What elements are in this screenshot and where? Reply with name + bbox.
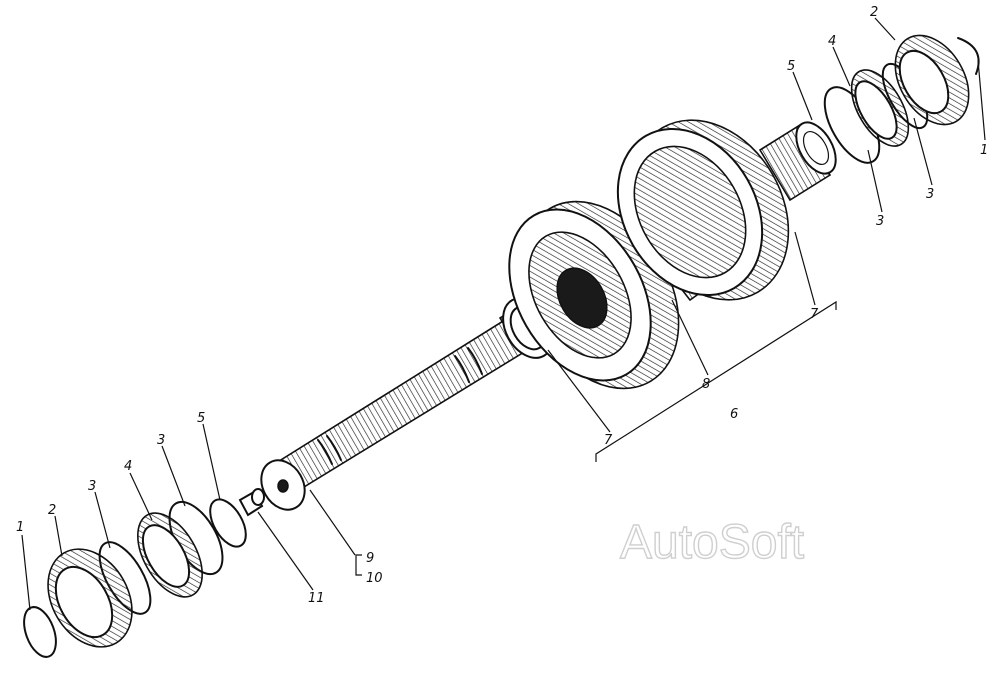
label-11: 11 bbox=[308, 591, 325, 606]
label-3-right-b: 3 bbox=[876, 214, 884, 229]
right-end-parts bbox=[823, 34, 980, 164]
label-5-right: 5 bbox=[787, 59, 795, 74]
leader-lines bbox=[21, 17, 986, 611]
label-3-left-a: 3 bbox=[88, 479, 96, 494]
label-7-upper: 7 bbox=[810, 307, 819, 322]
label-9: 9 bbox=[366, 551, 374, 566]
label-1-right: 1 bbox=[980, 143, 988, 158]
gear-block-assembly bbox=[508, 119, 837, 390]
watermark: AutoSoft bbox=[620, 516, 804, 569]
label-2-left: 2 bbox=[48, 503, 56, 518]
label-4-right: 4 bbox=[828, 34, 836, 49]
label-4-left: 4 bbox=[124, 459, 132, 474]
label-7-lower: 7 bbox=[604, 433, 613, 448]
label-5-left: 5 bbox=[197, 411, 205, 426]
label-3-right-a: 3 bbox=[926, 187, 934, 202]
label-6: 6 bbox=[730, 407, 738, 422]
left-end-parts bbox=[23, 488, 265, 658]
label-1-left: 1 bbox=[16, 520, 24, 535]
label-3-left-b: 3 bbox=[157, 433, 165, 448]
label-2-right: 2 bbox=[870, 5, 878, 20]
label-10: 10 bbox=[366, 571, 383, 586]
label-8: 8 bbox=[702, 377, 710, 392]
callout-labels: 1 2 3 4 3 5 11 9 10 7 8 6 7 5 4 2 1 3 3 bbox=[16, 5, 988, 606]
